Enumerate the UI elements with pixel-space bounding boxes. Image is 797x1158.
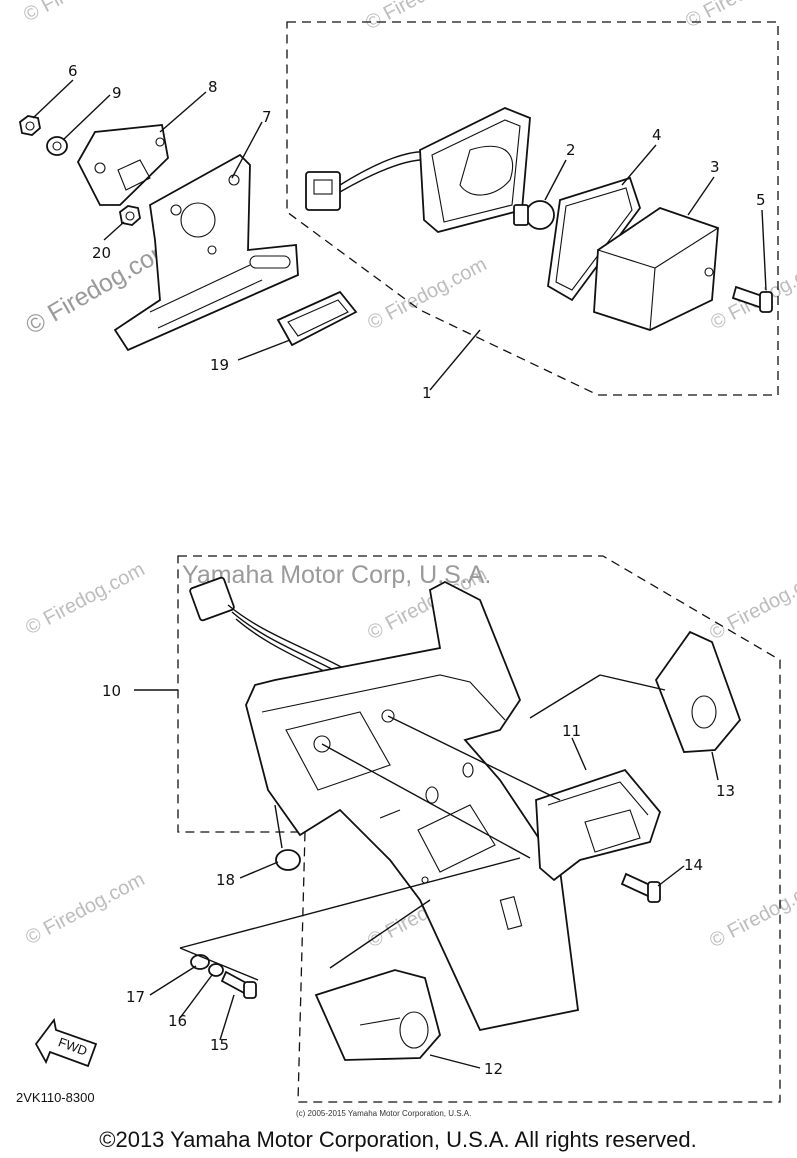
callout-9: 9 — [112, 84, 122, 102]
watermark-site: © Firedog.com — [706, 563, 797, 644]
callout-5: 5 — [756, 191, 766, 209]
bracket-7 — [113, 153, 299, 352]
callout-19: 19 — [210, 356, 229, 374]
bulb-2 — [513, 200, 555, 230]
wire-connector — [305, 151, 431, 211]
callout-20: 20 — [92, 244, 111, 262]
footer-copyright: ©2013 Yamaha Motor Corporation, U.S.A. A… — [99, 1127, 696, 1152]
lens-11 — [535, 768, 662, 882]
screw-5 — [731, 285, 773, 313]
callout-14: 14 — [684, 856, 703, 874]
callout-16: 16 — [168, 1012, 187, 1030]
fender-bracket-10 — [245, 580, 579, 1032]
diagram-code: 2VK110-8300 — [16, 1090, 95, 1105]
callout-7: 7 — [262, 108, 272, 126]
fwd-arrow-icon: FWD — [34, 1017, 98, 1068]
watermark-site: © Firedog.com — [364, 253, 490, 334]
small-copyright: (c) 2005-2015 Yamaha Motor Corporation, … — [296, 1109, 471, 1118]
callout-11: 11 — [562, 722, 581, 740]
callout-15: 15 — [210, 1036, 229, 1054]
lens-12 — [314, 969, 441, 1061]
callout-3: 3 — [710, 158, 720, 176]
callouts-bottom: 10 11 13 14 18 17 16 15 12 — [102, 682, 735, 1078]
tail-lamp-housing — [419, 107, 531, 233]
leader-lines-top — [32, 79, 767, 391]
callout-12: 12 — [484, 1060, 503, 1078]
watermark-site: © Firedog.com — [682, 0, 797, 32]
assembly-1-boundary — [286, 21, 779, 396]
leader-lines-bottom — [134, 689, 719, 1069]
lens-13 — [654, 630, 742, 753]
watermark-site: © Firedog.com — [22, 558, 148, 639]
callout-10: 10 — [102, 682, 121, 700]
nut-6 — [19, 115, 41, 136]
watermark-site: © Firedog.com — [706, 871, 797, 952]
callout-2: 2 — [566, 141, 576, 159]
watermark-site: © Firedog.com — [22, 868, 148, 949]
screw-14 — [620, 872, 661, 903]
callout-4: 4 — [652, 126, 662, 144]
watermark-site: © Firedog.com — [20, 0, 146, 26]
collar-9 — [46, 136, 68, 156]
bolt-15 — [220, 970, 257, 999]
callout-18: 18 — [216, 871, 235, 889]
watermark-site: © Firedog.com — [362, 0, 488, 34]
callout-17: 17 — [126, 988, 145, 1006]
plate-8 — [76, 124, 169, 206]
reflector-19 — [276, 290, 358, 347]
assembly-10-boundary — [177, 555, 781, 1103]
callouts-top: 6 9 8 7 20 19 2 4 3 5 1 — [68, 62, 766, 402]
grommet-18 — [274, 804, 301, 871]
guide-lines-bottom — [179, 674, 666, 981]
callout-1: 1 — [422, 384, 432, 402]
lens-3 — [593, 207, 719, 331]
callout-6: 6 — [68, 62, 78, 80]
callout-13: 13 — [716, 782, 735, 800]
callout-8: 8 — [208, 78, 218, 96]
washer-16 — [208, 963, 224, 977]
